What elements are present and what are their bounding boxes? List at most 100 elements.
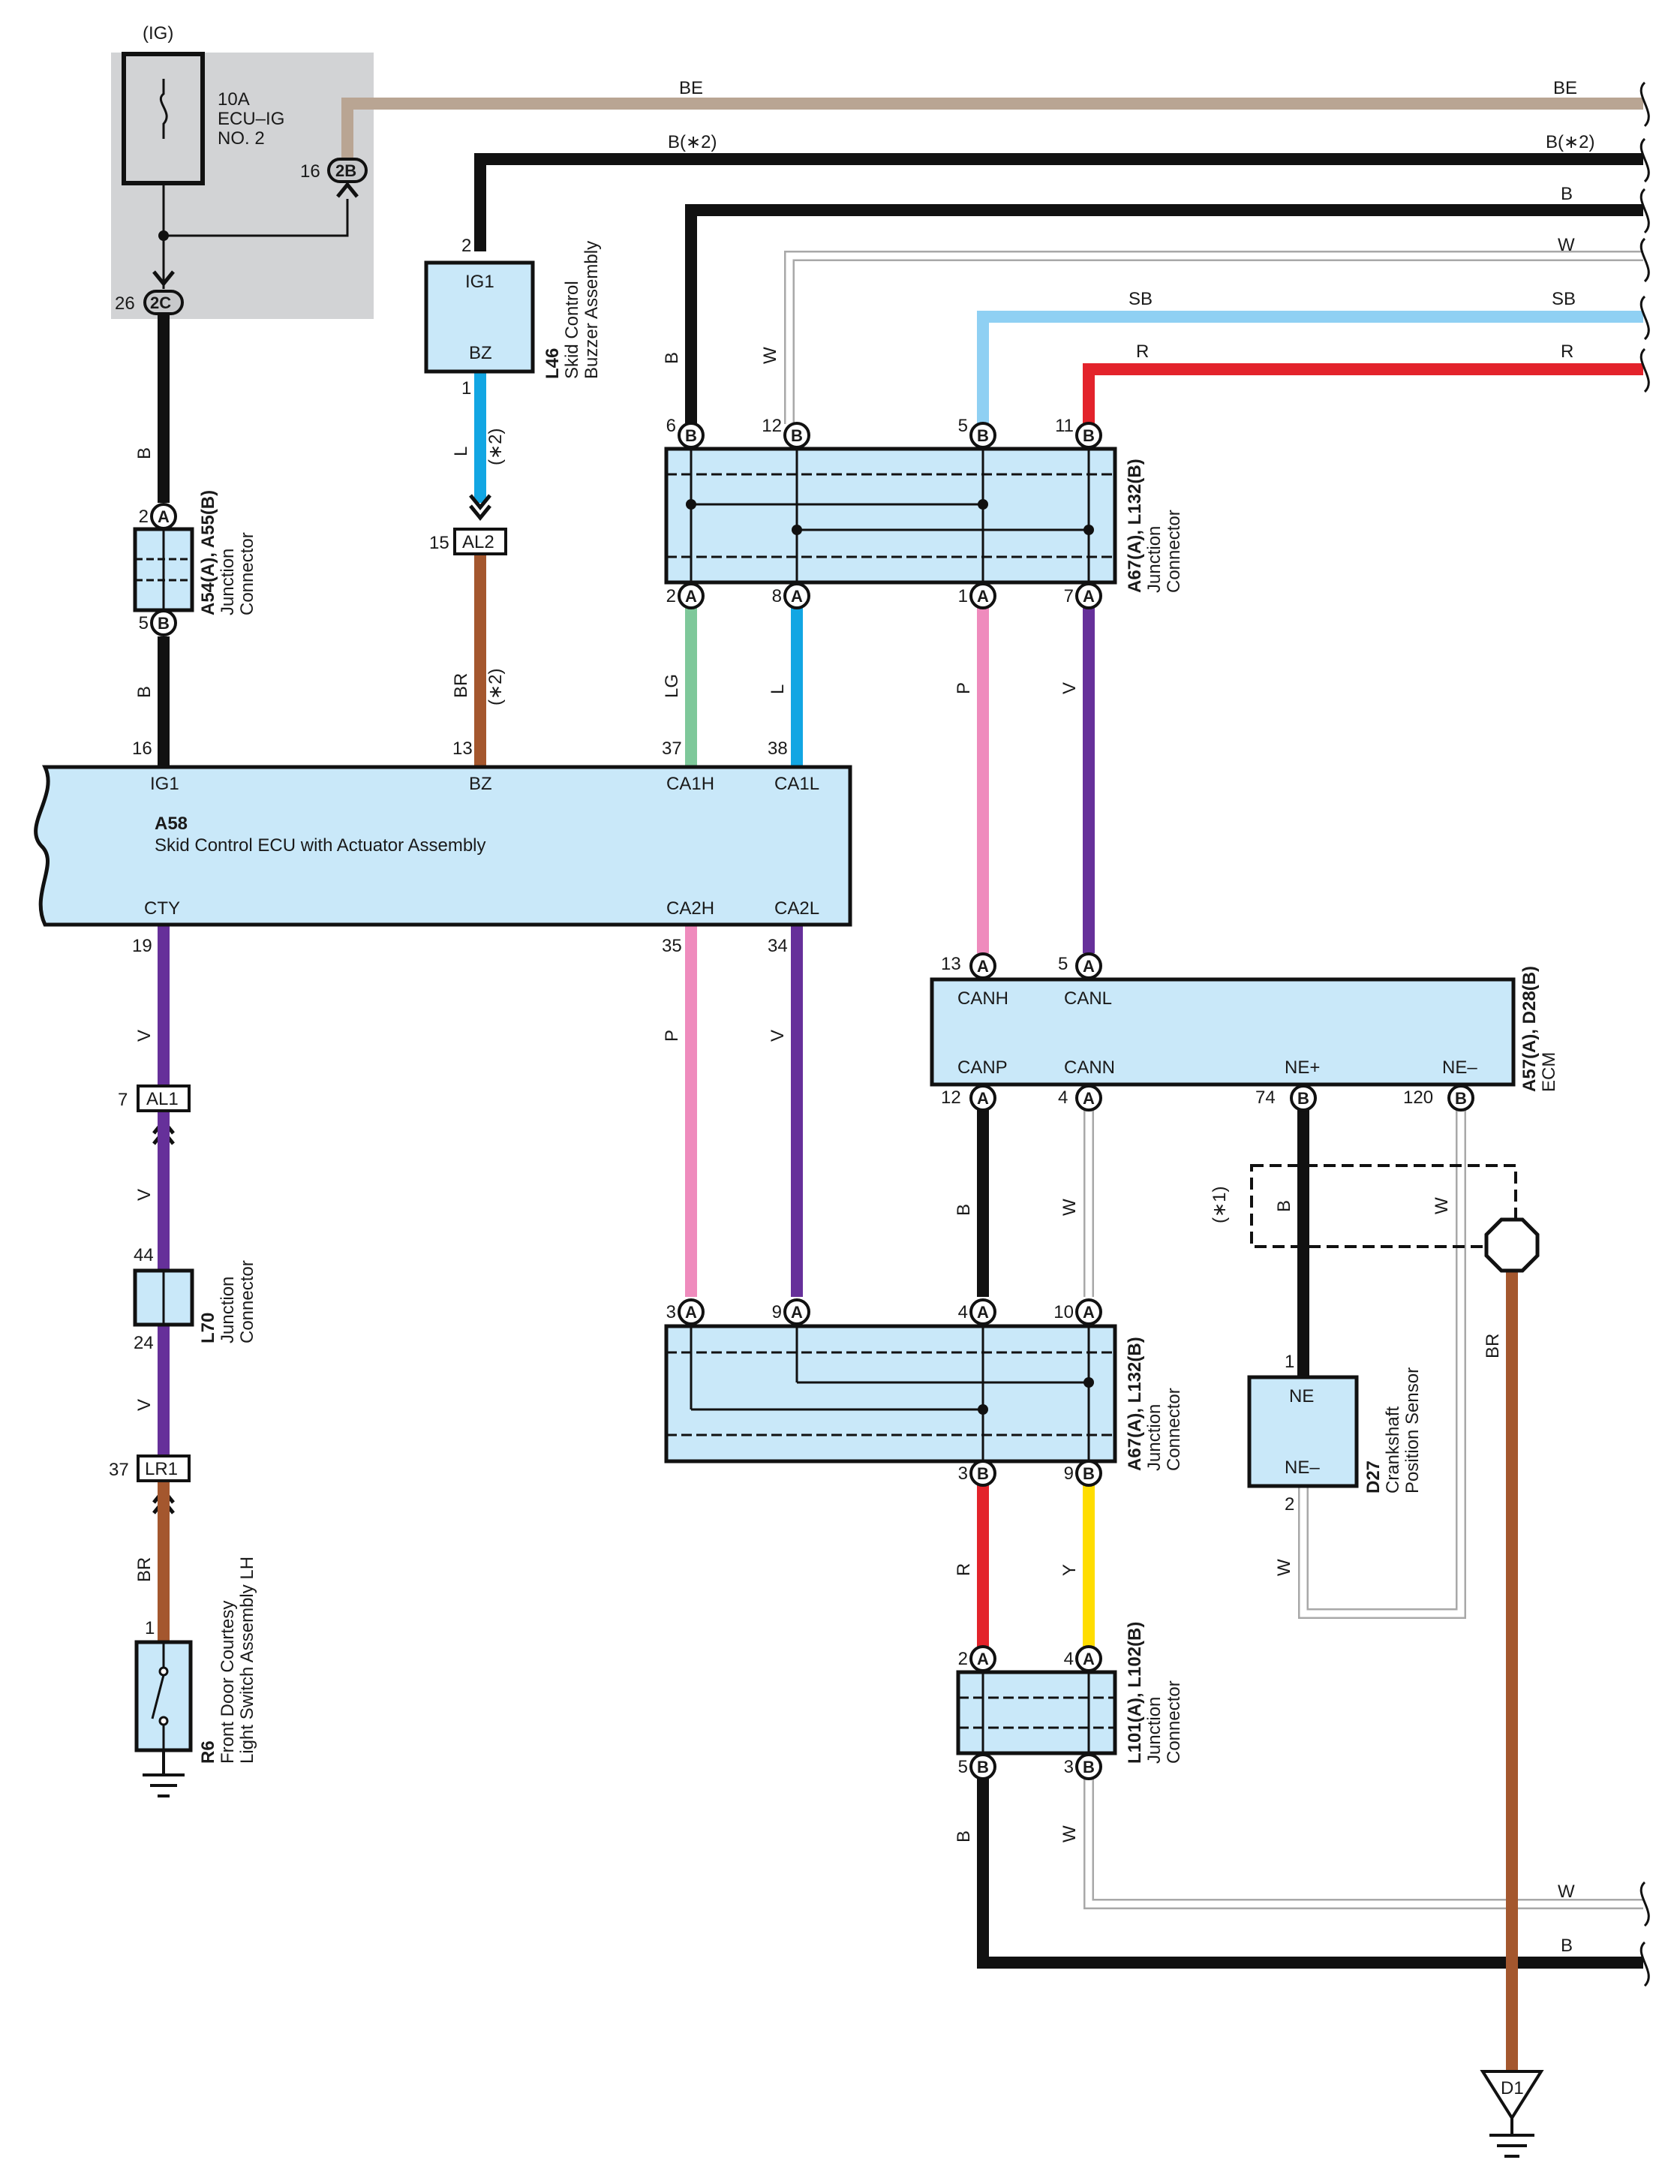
l101-pin-b1-circle: [1075, 1753, 1102, 1780]
wire-b-star2: [474, 153, 1643, 251]
a58-id: A58: [155, 814, 188, 834]
l46-pin-1: 1: [461, 378, 471, 399]
wire-label-l-star2: (∗2): [485, 429, 506, 465]
a67-top-pin-t0-circle: [678, 422, 705, 449]
a67-bot-pin-t2-letter: A: [977, 1303, 989, 1322]
a67-bot-pin-b1-letter: B: [1083, 1464, 1095, 1483]
wire-label-w-nen: W: [1432, 1197, 1452, 1214]
a58-ecu-box: [34, 765, 852, 927]
ecm-pin-canh-circle: [969, 952, 996, 979]
a58-pin-34: 34: [768, 936, 788, 956]
l70-id: L70: [198, 1313, 218, 1343]
ecm-pin-nep-circle: [1290, 1084, 1317, 1112]
a54-pin-5-circle: [150, 609, 177, 636]
a67-bot-internal-bus: [690, 1326, 1090, 1461]
a58-pin-16: 16: [132, 739, 152, 759]
ecm-pin-nen-letter: B: [1455, 1089, 1467, 1108]
wire-label-b-nep: B: [1274, 1200, 1294, 1212]
wire-label-w-vert: W: [760, 347, 780, 364]
jumper-al1-label: AL1: [146, 1089, 179, 1109]
jumper-lr1-pin: 37: [109, 1460, 129, 1480]
a58-terminal-bz: BZ: [469, 774, 492, 794]
wire-label-w-cann: W: [1059, 1199, 1080, 1216]
a67-top-splice-3: [792, 525, 802, 535]
a67-top-id: A67(A), L132(B): [1125, 459, 1145, 593]
a67-top-name-line2: Connector: [1164, 510, 1184, 593]
a67-top-pin-t1-number: 12: [762, 416, 782, 436]
wire-label-b2-2: B(∗2): [1546, 132, 1594, 152]
d27-name-line2: Position Sensor: [1402, 1367, 1423, 1494]
l70-name-line2: Connector: [237, 1260, 257, 1343]
a67-top-box: [664, 447, 1117, 585]
l46-buzzer-box: [424, 260, 535, 374]
r6-name-line1: Front Door Courtesy: [218, 1601, 238, 1764]
wire-label-be-2: BE: [1553, 78, 1577, 98]
wire-label-b-a54-top: B: [134, 447, 155, 459]
wire-label-v-canl: V: [1059, 682, 1080, 694]
wire-label-v-cty: V: [134, 1030, 155, 1042]
a67-top-pin-t3-number: 11: [1055, 416, 1074, 436]
shield-dashed-box: [1250, 1164, 1517, 1248]
jumper-al2-pin: 15: [429, 533, 449, 553]
ecm-pin-nen-circle: [1447, 1084, 1474, 1112]
l46-terminal-bz: BZ: [469, 343, 492, 363]
wire-label-r-l101: R: [954, 1563, 974, 1576]
wire-label-v-al1: V: [134, 1189, 155, 1201]
l101-pin-t1-number: 4: [1064, 1649, 1074, 1669]
l101-pin-t0-letter: A: [977, 1650, 989, 1668]
a54-pin-2-number: 2: [139, 507, 149, 527]
jumper-al1-pin: 7: [118, 1090, 128, 1110]
a67-top-pin-t1-letter: B: [791, 426, 803, 445]
l101-pin-b0-number: 5: [958, 1757, 968, 1777]
ecm-pin-5: 5: [1058, 954, 1068, 974]
a58-terminal-ca2l: CA2L: [774, 898, 819, 919]
a67-bot-pin-b1-circle: [1075, 1460, 1102, 1487]
a58-pin-38: 38: [768, 739, 788, 759]
switch-contact-icon: [151, 1642, 169, 1750]
wire-label-sb-2: SB: [1552, 289, 1576, 309]
l46-name-line2: Buzzer Assembly: [582, 241, 602, 379]
a67-top-splice-2: [978, 499, 988, 510]
a67-bot-pin-b0-circle: [969, 1460, 996, 1487]
ecm-id: A57(A), D28(B): [1519, 966, 1540, 1092]
a67-top-pin-t2-number: 5: [958, 416, 968, 436]
a67-top-pin-b2-letter: A: [977, 587, 989, 606]
wire-label-star1: (∗1): [1210, 1187, 1230, 1223]
a67-top-internal-bus: [690, 449, 1090, 582]
jumper-2b-arrow-icon: [336, 182, 359, 198]
l101-pin-t1-circle: [1075, 1645, 1102, 1672]
jumper-2c-arrow-icon: [152, 270, 175, 287]
a67-top-pin-b0-letter: A: [685, 587, 697, 606]
a67-top-pin-b0-circle: [678, 582, 705, 609]
l101-name-line1: Junction: [1144, 1697, 1165, 1764]
l46-terminal-ig1: IG1: [465, 272, 494, 292]
a58-terminal-cty: CTY: [144, 898, 180, 919]
a67-top-pin-t2-letter: B: [977, 426, 989, 445]
l101-pin-b0-letter: B: [977, 1758, 989, 1776]
l101-name-line2: Connector: [1164, 1680, 1184, 1764]
l46-name-line1: Skid Control: [562, 281, 582, 379]
fuse-ig-label: (IG): [143, 23, 173, 44]
l101-pin-b1-number: 3: [1064, 1757, 1074, 1777]
wire-label-v-ca2l: V: [768, 1030, 788, 1042]
wire-b-l101-out: [977, 1775, 1643, 1969]
wire-label-y-l101: Y: [1059, 1564, 1080, 1576]
a58-terminal-ca1h: CA1H: [666, 774, 714, 794]
wire-label-p-canh: P: [954, 682, 974, 694]
ecm-terminal-nen: NE–: [1442, 1057, 1477, 1078]
wire-w-l101-out-inner: [1085, 1775, 1643, 1908]
d27-terminal-nen: NE–: [1285, 1458, 1320, 1478]
a54-name-line1: Junction: [218, 549, 238, 615]
ecm-pin-74: 74: [1255, 1087, 1276, 1108]
shield-ground-octagon-icon: [1484, 1217, 1540, 1273]
jumper-2b-pin: 16: [300, 161, 320, 182]
a67-top-pin-b2-circle: [969, 582, 996, 609]
a67-top-pin-b0-number: 2: [666, 586, 676, 606]
ecm-terminal-nep: NE+: [1285, 1057, 1320, 1078]
d27-terminal-ne: NE: [1289, 1386, 1314, 1406]
a58-pin-13: 13: [452, 739, 473, 759]
jumper-2b-label: 2B: [335, 161, 356, 180]
jumper-2b-oval: [327, 158, 368, 183]
wire-w-a67-12-inner: [786, 252, 1643, 424]
l46-id: L46: [542, 348, 563, 379]
